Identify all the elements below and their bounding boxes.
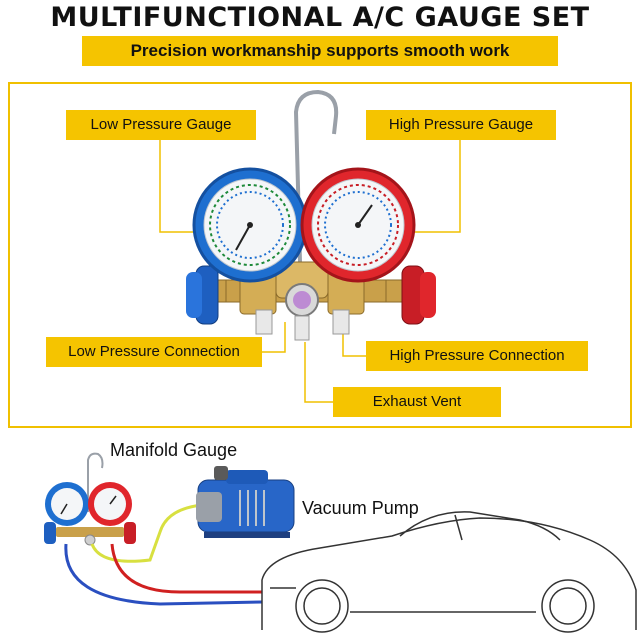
low-pressure-gauge-icon bbox=[192, 167, 308, 283]
red-hose bbox=[110, 543, 262, 594]
callout-high-pressure-gauge: High Pressure Gauge bbox=[366, 110, 556, 140]
high-pressure-gauge-icon bbox=[300, 167, 416, 283]
vacuum-pump-icon bbox=[196, 466, 295, 538]
car-outline-icon bbox=[261, 511, 637, 633]
label-vacuum-pump: Vacuum Pump bbox=[302, 498, 419, 518]
callout-low-pressure-connection: Low Pressure Connection bbox=[46, 337, 262, 367]
callout-exhaust-vent: Exhaust Vent bbox=[333, 387, 501, 417]
small-manifold-gauge-icon bbox=[44, 452, 136, 546]
hook-icon bbox=[293, 89, 339, 263]
high-side-knob-icon bbox=[385, 265, 436, 325]
leader-exhaust-vent bbox=[304, 342, 333, 403]
feature-frame bbox=[8, 82, 632, 428]
page-title: MULTIFUNCTIONAL A/C GAUGE SET bbox=[50, 2, 590, 33]
leader-low-connection bbox=[262, 322, 286, 353]
leader-high-gauge bbox=[408, 140, 461, 233]
subtitle-banner: Precision workmanship supports smooth wo… bbox=[82, 36, 558, 66]
callout-high-pressure-connection: High Pressure Connection bbox=[366, 341, 588, 371]
label-manifold-gauge: Manifold Gauge bbox=[110, 440, 238, 460]
blue-hose bbox=[64, 543, 263, 606]
low-side-knob-icon bbox=[186, 265, 227, 325]
callout-low-pressure-gauge: Low Pressure Gauge bbox=[66, 110, 256, 140]
